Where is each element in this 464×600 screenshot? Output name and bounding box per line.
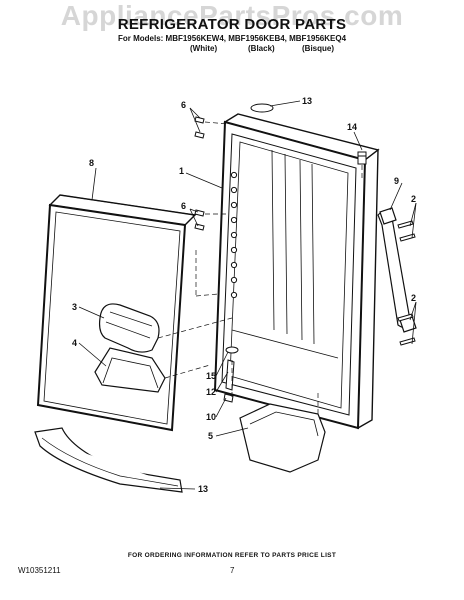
callout-14: 14 [347, 122, 357, 132]
callout-2-top: 2 [411, 194, 416, 204]
screws-6 [194, 116, 205, 231]
callout-6-mid: 6 [181, 201, 186, 211]
callout-numbers: 13 6 14 1 9 6 2 8 2 3 4 15 12 10 5 13 [72, 96, 416, 494]
callout-12: 13 [302, 96, 312, 106]
doc-number: W10351211 [18, 566, 61, 575]
callout-15: 15 [206, 371, 216, 381]
callout-9: 9 [394, 176, 399, 186]
dispenser-cover [98, 303, 160, 353]
callout-10: 10 [206, 412, 216, 422]
door-frame [213, 113, 380, 430]
callout-13: 13 [198, 484, 208, 494]
leader-lines [78, 100, 417, 490]
door-handle [377, 207, 417, 333]
door-bin-4 [94, 347, 166, 393]
callout-2-bottom: 2 [411, 293, 416, 303]
callout-5: 5 [208, 431, 213, 441]
ordering-note: FOR ORDERING INFORMATION REFER TO PARTS … [127, 552, 337, 559]
handle-screws [397, 220, 416, 346]
color-black: (Black) [248, 44, 275, 53]
callout-1: 1 [179, 166, 184, 176]
model-list: For Models: MBF1956KEW4, MBF1956KEB4, MB… [117, 34, 347, 43]
color-white: (White) [190, 44, 218, 53]
callout-6-top: 6 [181, 100, 186, 110]
door-bin-5 [239, 403, 326, 473]
callout-3: 3 [72, 302, 77, 312]
callout-11: 12 [206, 387, 216, 397]
plug-14 [357, 151, 367, 165]
page-title: REFRIGERATOR DOOR PARTS [117, 16, 347, 33]
frame-bumps [230, 171, 238, 299]
color-bisque: (Bisque) [302, 44, 334, 53]
page-number: 7 [230, 566, 235, 575]
watermark: AppliancePartsPros.com [60, 0, 404, 31]
top-cap [250, 103, 274, 113]
alignment-lines [157, 121, 363, 414]
callout-8: 8 [89, 158, 94, 168]
trim-bar [34, 427, 183, 493]
callout-4: 4 [72, 338, 77, 348]
